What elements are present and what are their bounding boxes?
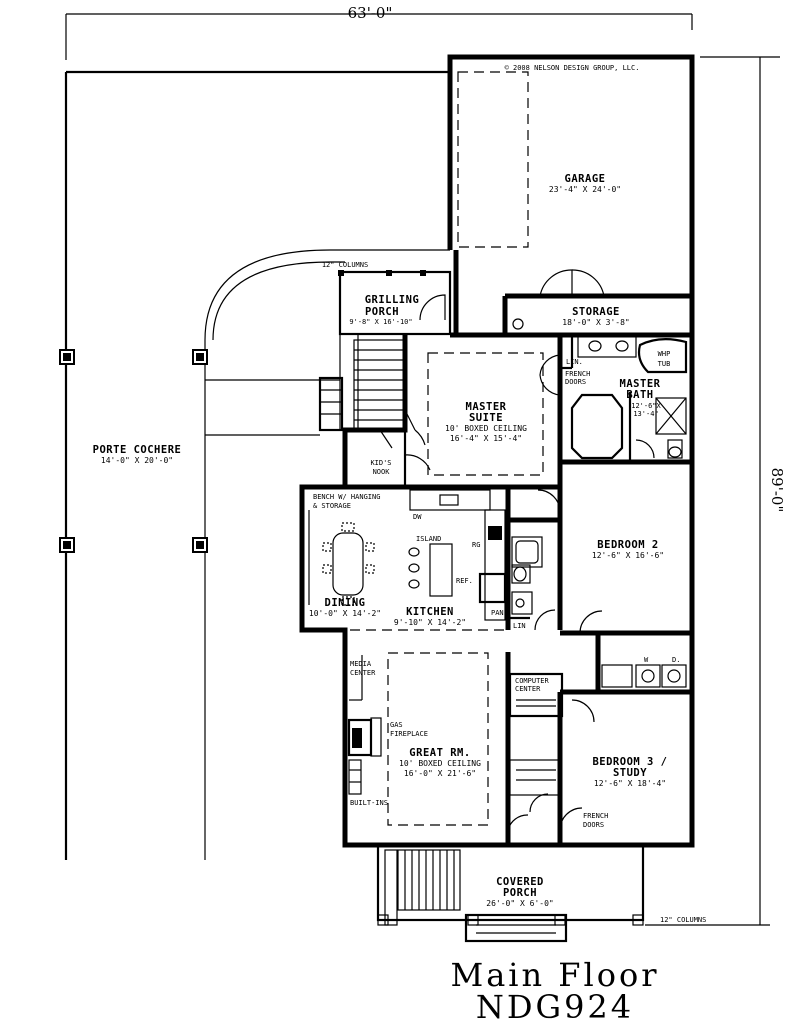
kitchen-size: 9'-10" X 14'-2" (394, 618, 466, 627)
master-suite-size: 16'-4" X 15'-4" (450, 434, 522, 443)
kids-nook-label-1: KID'S (370, 459, 391, 467)
bedroom-2 (560, 610, 692, 636)
covered-porch-size: 26'-0" X 6'-0" (486, 899, 553, 908)
washer-label: W (644, 656, 649, 664)
grilling-porch (318, 270, 452, 432)
porch-stairs (318, 339, 405, 432)
hall-bath (508, 462, 563, 631)
hall-lin-label: LIN (513, 622, 526, 630)
dryer-label: D. (672, 656, 680, 664)
grilling-porch-label-2: PORCH (365, 306, 399, 318)
pantry-label: PAN (491, 609, 504, 617)
column-post (59, 349, 75, 365)
porch-columns-note: 12" COLUMNS (660, 916, 706, 924)
storage-label: STORAGE (572, 306, 620, 318)
porte-cochere-label: PORTE COCHERE (93, 444, 182, 456)
covered-porch-label-1: COVERED (496, 876, 544, 888)
bedroom-3-label-2: STUDY (613, 767, 647, 779)
porte-cochere-size: 14'-0" X 20'-0" (101, 456, 173, 465)
bedroom-2-size: 12'-6" X 16'-6" (592, 551, 664, 560)
bench-label-2: & STORAGE (313, 502, 351, 510)
master-bath-label-1: MASTER (620, 378, 661, 390)
master-bath-size-1: 12'-6"X (631, 402, 661, 410)
kitchen-dining (300, 484, 511, 631)
study-french-doors-2: DOORS (583, 821, 604, 829)
range-label: RG (472, 541, 480, 549)
master-french-doors-1: FRENCH (565, 370, 590, 378)
kitchen-label: KITCHEN (406, 606, 454, 618)
master-bath-size-2: 13'-4" (633, 410, 658, 418)
grilling-porch-label-1: GRILLING (365, 294, 420, 306)
column-post (192, 537, 208, 553)
garage-label: GARAGE (565, 173, 606, 185)
master-suite-label-1: MASTER (466, 401, 507, 413)
whp-tub-label-2: TUB (658, 360, 671, 368)
master-bath (560, 334, 692, 465)
dining-size: 10'-0" X 14'-2" (309, 609, 381, 618)
great-room-size: 16'-0" X 21'-6" (404, 769, 476, 778)
covered-porch-label-2: PORCH (503, 887, 537, 899)
garage-size: 23'-4" X 24'-0" (549, 185, 621, 194)
great-room-ceiling: 10' BOXED CEILING (399, 759, 481, 768)
bedroom-2-label: BEDROOM 2 (597, 539, 658, 551)
bedroom-3-label-1: BEDROOM 3 / (592, 756, 667, 768)
copyright-text: © 2008 NELSON DESIGN GROUP, LLC. (505, 64, 640, 72)
grilling-porch-size: 9'-8" X 16'-10" (349, 318, 412, 326)
plan-title: Main Floor (450, 956, 660, 994)
dimension-lines (65, 13, 780, 926)
refrigerator-label: REF. (456, 577, 473, 585)
whp-tub-label-1: WHP (658, 350, 671, 358)
built-ins-label: BUILT-INS (350, 799, 388, 807)
overall-depth: 89'-0" (768, 468, 786, 513)
garage (447, 54, 695, 345)
study-french-doors-1: FRENCH (583, 812, 608, 820)
computer-center-label-2: CENTER (515, 685, 541, 693)
kids-nook-label-2: NOOK (373, 468, 391, 476)
column-post (192, 349, 208, 365)
porch-stairs-front (397, 849, 461, 911)
bedroom-3-size: 12'-6" X 18'-4" (594, 779, 666, 788)
porte-cochere (59, 70, 450, 860)
island-label: ISLAND (416, 535, 441, 543)
master-bath-label-2: BATH (626, 389, 653, 401)
bench-label-1: BENCH W/ HANGING (313, 493, 380, 501)
dining-label: DINING (325, 597, 366, 609)
dw-label: DW (413, 513, 422, 521)
laundry (595, 633, 692, 695)
media-center-label-2: CENTER (350, 669, 376, 677)
master-suite-label-2: SUITE (469, 412, 503, 424)
gas-fireplace-label-1: GAS (390, 721, 403, 729)
overall-width: 63'-0" (348, 4, 393, 22)
storage-size: 18'-0" X 3'-8" (562, 318, 629, 327)
bedroom-3-study (557, 689, 598, 845)
media-center-label-1: MEDIA (350, 660, 372, 668)
computer-center-label-1: COMPUTER (515, 677, 550, 685)
master-french-doors-2: DOORS (565, 378, 586, 386)
gas-fireplace-label-2: FIREPLACE (390, 730, 428, 738)
master-lin-label: LIN. (566, 358, 583, 366)
master-suite-ceiling: 10' BOXED CEILING (445, 424, 527, 433)
plan-number: NDG924 (475, 988, 635, 1026)
columns-note: 12" COLUMNS (322, 261, 368, 269)
great-room (347, 652, 489, 826)
great-room-label: GREAT RM. (409, 747, 470, 759)
covered-porch (376, 843, 645, 943)
column-post (59, 537, 75, 553)
